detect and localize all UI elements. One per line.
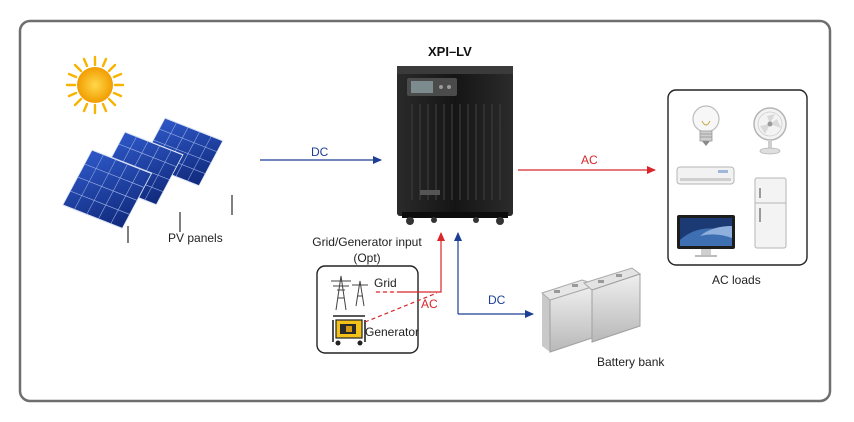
battery-dc-label: DC — [488, 293, 506, 307]
load-ac-label: AC — [581, 153, 598, 167]
pv-panels-label: PV panels — [168, 231, 223, 245]
generator-icon — [332, 315, 366, 346]
opt-label: (Opt) — [353, 251, 381, 265]
diagram-frame — [18, 19, 832, 403]
solar-panels-icon — [62, 117, 233, 243]
battery-icon — [541, 267, 642, 353]
fan-icon — [753, 107, 787, 155]
light-bulb-icon — [692, 105, 720, 146]
monitor-icon — [677, 215, 735, 257]
battery-bank-label: Battery bank — [597, 355, 665, 369]
grid-label: Grid — [374, 276, 397, 290]
refrigerator-icon — [754, 177, 787, 249]
grid-generator-box — [316, 265, 419, 354]
ac-loads-label: AC loads — [712, 273, 761, 287]
inverter-icon — [397, 66, 513, 225]
ac-loads-box — [667, 89, 808, 266]
pv-dc-label: DC — [311, 145, 329, 159]
generator-ac-line — [364, 292, 438, 323]
inverter-title: XPI–LV — [428, 44, 472, 59]
air-conditioner-icon — [676, 166, 735, 185]
grid-ac-label: AC — [421, 297, 438, 311]
power-tower-icon — [331, 275, 368, 311]
grid-generator-input-label: Grid/Generator input — [312, 235, 422, 249]
sun-icon — [65, 55, 125, 115]
generator-label: Generator — [365, 325, 420, 339]
